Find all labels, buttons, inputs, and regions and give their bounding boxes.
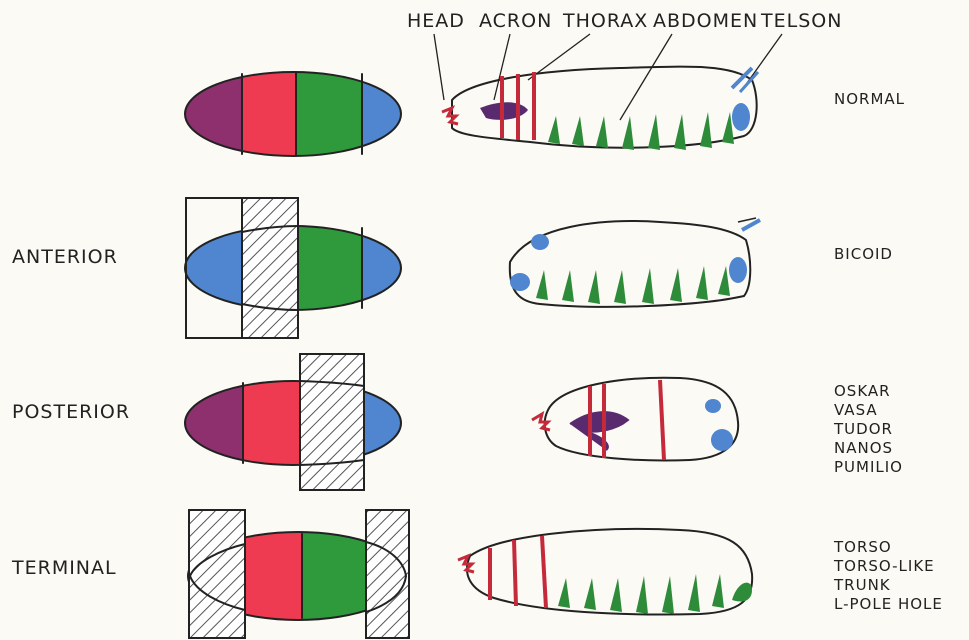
egg-head-region	[185, 70, 242, 160]
gene-pumilio: PUMILIO	[834, 458, 903, 476]
gene-nanos: NANOS	[834, 439, 893, 457]
label-head: HEAD	[407, 10, 465, 32]
egg-posterior	[185, 354, 405, 490]
gene-oskar: OSKAR	[834, 382, 891, 400]
phenotype-normal: NORMAL	[834, 90, 905, 108]
label-acron: ACRON	[479, 10, 552, 32]
gene-tudor: TUDOR	[833, 420, 893, 438]
gene-bicoid: BICOID	[834, 245, 893, 263]
telson-spot	[732, 103, 750, 131]
group-anterior: ANTERIOR	[12, 246, 118, 268]
egg-abdomen-region	[296, 70, 362, 160]
group-posterior: POSTERIOR	[12, 401, 130, 423]
larva-terminal-mutant	[458, 529, 752, 614]
larva-posterior-mutant	[532, 378, 738, 461]
label-telson: TELSON	[760, 10, 842, 32]
deletion-box-terminal-anterior	[189, 510, 245, 638]
egg-thorax-region	[242, 70, 296, 160]
label-thorax: THORAX	[562, 10, 648, 32]
label-abdomen: ABDOMEN	[653, 10, 758, 32]
larva-bicoid	[510, 218, 760, 307]
egg-anterior	[185, 198, 404, 338]
denticle-belts	[548, 112, 734, 150]
region-labels: HEAD ACRON THORAX ABDOMEN TELSON	[407, 10, 842, 120]
egg-terminal	[188, 510, 410, 638]
gene-vasa: VASA	[834, 401, 878, 419]
deletion-box-terminal-posterior	[366, 510, 409, 638]
egg-normal	[185, 70, 404, 160]
head-mouthparts	[442, 108, 458, 124]
pointer-abdomen	[620, 34, 672, 120]
deletion-box-anterior-hatched	[242, 198, 298, 338]
deletion-box-posterior	[300, 354, 364, 490]
larva-normal	[442, 67, 758, 150]
gene-trunk: TRUNK	[833, 576, 891, 594]
group-terminal: TERMINAL	[11, 557, 117, 579]
gene-l-pole-hole: L-POLE HOLE	[834, 595, 943, 613]
gene-torso: TORSO	[833, 538, 892, 556]
gene-torso-like: TORSO-LIKE	[833, 557, 935, 575]
pointer-head	[434, 34, 444, 100]
